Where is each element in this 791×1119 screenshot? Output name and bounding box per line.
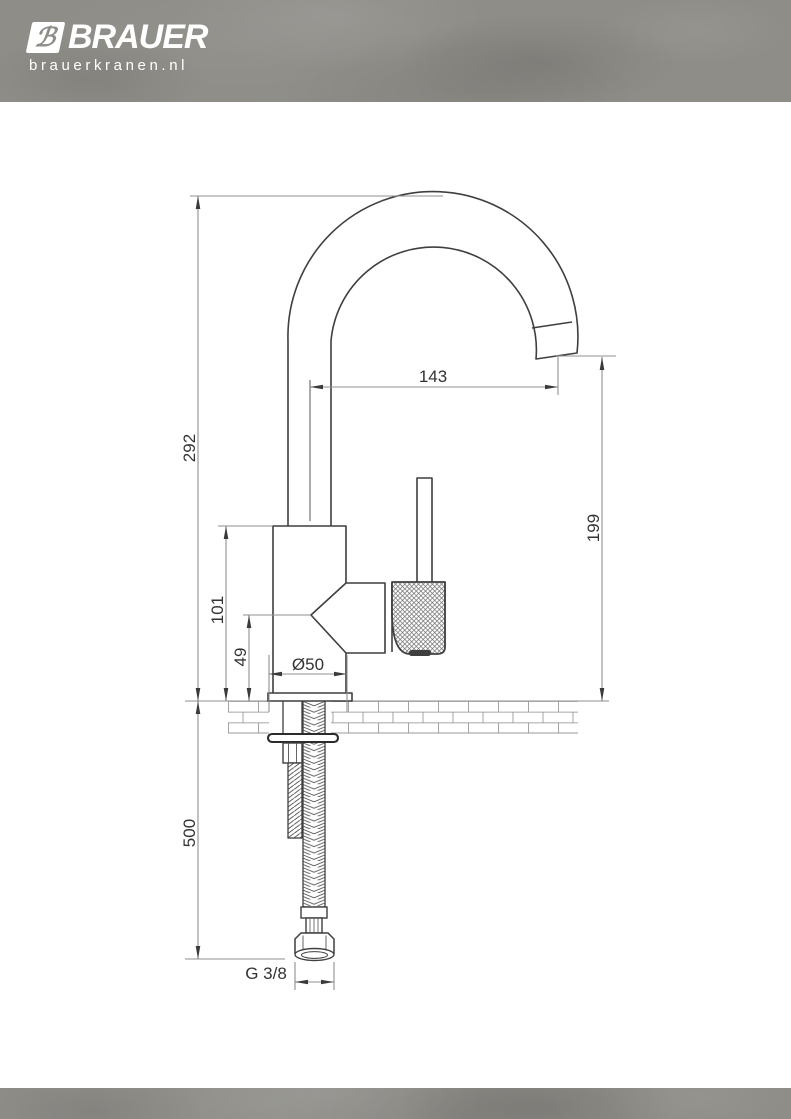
flex-hose-braid	[302, 699, 326, 908]
aerator-cut-line	[531, 321, 573, 329]
dimension-arrows	[195, 196, 605, 985]
counter-section	[185, 700, 609, 734]
spout-outline	[287, 190, 579, 526]
dim-handle-height-label: 49	[231, 648, 250, 667]
mounting-nut	[282, 742, 303, 764]
body-outline	[272, 525, 347, 693]
dimension-lines	[185, 195, 616, 990]
under-counter-assembly	[266, 699, 340, 962]
dim-total-height-label: 292	[180, 434, 199, 462]
brauer-logo: ℬ BRAUER brauerkranen.nl	[25, 18, 208, 74]
handle-end-cap	[409, 650, 431, 656]
faucet-outline	[267, 190, 579, 702]
hose-end-fitting	[294, 906, 335, 962]
dim-hose-length-label: 500	[180, 819, 199, 847]
dimension-labels: 143 292 199 101 49 Ø50 500 G 3/8	[180, 367, 603, 983]
brand-name: BRAUER	[68, 18, 208, 56]
dim-outlet-height-label: 199	[584, 514, 603, 542]
threaded-rod	[287, 762, 303, 839]
hose-ferrule	[300, 906, 328, 919]
dim-base-diameter-label: Ø50	[292, 655, 324, 674]
footer-band	[0, 1088, 791, 1119]
dim-body-height-label: 101	[208, 596, 227, 624]
handle-cone	[310, 582, 386, 654]
handle-lever	[416, 477, 433, 585]
mounting-washer	[266, 732, 340, 744]
connection-nut	[294, 932, 335, 962]
brand-domain: brauerkranen.nl	[29, 57, 189, 74]
header-band: ℬ BRAUER brauerkranen.nl	[0, 0, 791, 102]
base-flange	[267, 692, 353, 702]
hose-neck	[305, 917, 323, 934]
dim-spout-reach-label: 143	[419, 367, 447, 386]
dim-connection-thread-label: G 3/8	[245, 964, 287, 983]
